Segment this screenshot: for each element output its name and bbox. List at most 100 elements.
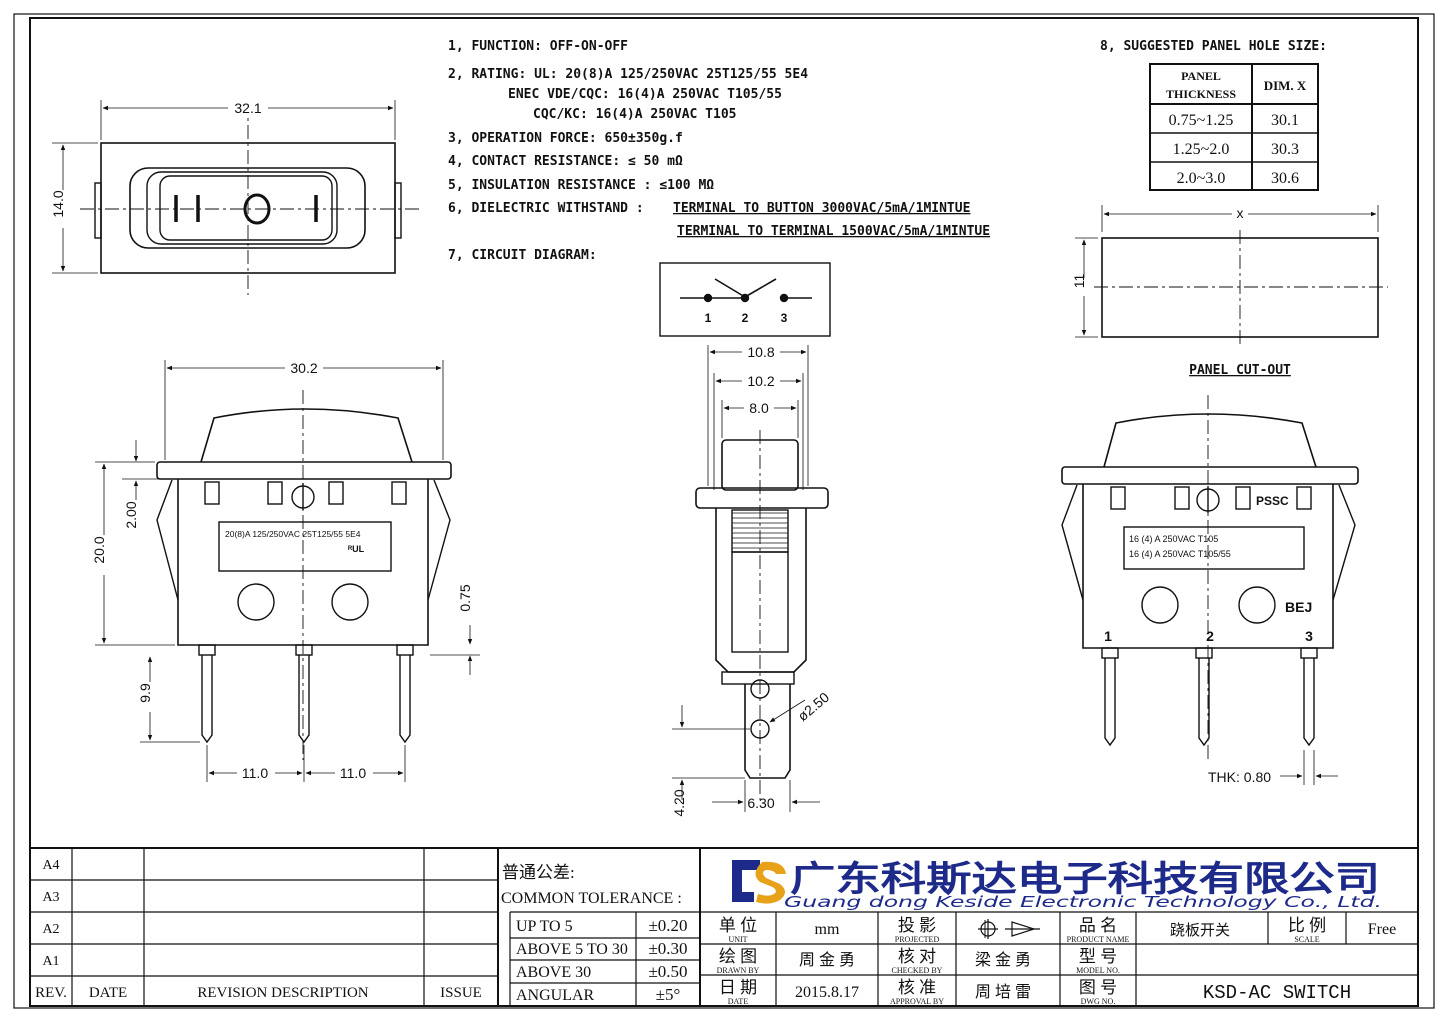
spec-insulation-resistance: 5, INSULATION RESISTANCE : ≤100 MΩ [448,178,714,193]
right-view-pin-3: 3 [1305,628,1313,644]
panel-hole-table [1149,63,1319,191]
right-view-label-1: 16 (4) A 250VAC T105 [1129,534,1218,544]
right-view-pin-2: 2 [1206,628,1214,644]
date-value: 2015.8.17 [795,984,859,1001]
side-view-tab-w: 6.30 [747,795,774,811]
side-view-tab-h: 4.20 [671,789,687,816]
tol-value-1: ±0.20 [648,916,687,935]
tolerance-title-en: COMMON TOLERANCE : [501,890,682,907]
inner-frame [29,17,1419,1007]
front-view-pitch-2: 11.0 [340,765,366,781]
spec-contact-resistance: 4, CONTACT RESISTANCE: ≤ 50 mΩ [448,154,683,169]
spec-list: 1, FUNCTION: OFF-ON-OFF 2, RATING: UL: 2… [448,39,990,263]
panel-header-thickness-1: PANEL [1181,69,1221,83]
tol-value-4: ±5° [656,985,681,1004]
company-logo [732,860,786,904]
spec-rating-enec: ENEC VDE/CQC: 16(4)A 250VAC T105/55 [508,87,782,102]
projected-label-cn: 投 影 [898,916,936,935]
dwg-no-value: KSD-AC SWITCH [1203,982,1351,1004]
projected-label-en: PROJECTED [895,935,940,944]
panel-header-thickness-2: THICKNESS [1166,87,1236,101]
model-no-label-en: MODEL NO. [1076,966,1120,975]
front-view-pitch-1: 11.0 [242,765,268,781]
panel-row-3-thickness: 2.0~3.0 [1177,170,1226,187]
side-view-w2: 10.2 [747,373,774,389]
circuit-diagram: 1 2 3 [659,262,831,337]
tol-label-1: UP TO 5 [516,918,573,935]
tol-value-2: ±0.30 [648,939,687,958]
circuit-pin-2: 2 [742,311,749,325]
approval-by-value: 周 培 雷 [975,983,1031,1001]
spec-rating-cqc: CQC/KC: 16(4)A 250VAC T105 [533,107,737,122]
unit-label-en: UNIT [728,935,747,944]
spec-dielectric-1: TERMINAL TO BUTTON 3000VAC/5mA/1MINTUE [673,201,970,216]
dwg-no-label-cn: 图 号 [1079,978,1117,997]
panel-row-1-thickness: 0.75~1.25 [1169,112,1234,129]
company-name-cn: 广东科斯达电子科技有限公司 [790,860,1380,900]
dwg-no-label-en: DWG NO. [1081,997,1116,1006]
checked-by-label-en: CHECKED BY [892,966,943,975]
tol-label-2: ABOVE 5 TO 30 [516,941,628,958]
right-view-mark: PSSC [1256,494,1289,508]
right-view-thk: THK: 0.80 [1208,769,1271,785]
rev-header-description: REVISION DESCRIPTION [197,985,368,1001]
side-view: 10.8 10.2 8.0 ø2.50 6.30 4.20 [671,344,832,817]
title-block: A4 A3 A2 A1 REV. DATE REVISION DESCRIPTI… [30,847,1418,1006]
panel-hole-title: 8, SUGGESTED PANEL HOLE SIZE: [1100,39,1327,54]
side-view-hole: ø2.50 [794,689,832,724]
circuit-pin-1: 1 [705,311,712,325]
drawn-by-label-en: DRAWN BY [717,966,760,975]
rev-row-a4: A4 [42,858,59,873]
cutout-label: PANEL CUT-OUT [1189,363,1291,378]
company-name-en: Guang dong Keside Electronic Technology … [784,893,1382,911]
front-view-label: 20(8)A 125/250VAC 25T125/55 5E4 [225,529,361,539]
tol-value-3: ±0.50 [648,962,687,981]
date-label-en: DATE [728,997,749,1006]
drawn-by-value: 周 金 勇 [799,951,855,969]
scale-label-en: SCALE [1294,935,1319,944]
outer-frame [13,13,1435,1009]
front-view-dim-2: 2.00 [123,501,139,528]
right-view-brand: BEJ [1285,599,1312,615]
circuit-pin-3: 3 [781,311,788,325]
spec-dielectric-label: 6, DIELECTRIC WITHSTAND : [448,201,644,216]
approval-by-label-en: APPROVAL BY [890,997,944,1006]
top-view-height: 14.0 [50,190,66,217]
spec-function: 1, FUNCTION: OFF-ON-OFF [448,39,628,54]
cutout-dim-x: x [1237,205,1244,221]
rev-row-a3: A3 [42,890,59,905]
date-label-cn: 日 期 [719,978,757,997]
product-name-label-cn: 品 名 [1079,916,1117,935]
side-view-w1: 10.8 [747,344,774,360]
panel-hole-section: 8, SUGGESTED PANEL HOLE SIZE: PANEL THIC… [1071,39,1388,378]
rev-header-issue: ISSUE [440,985,482,1001]
panel-row-2-thickness: 1.25~2.0 [1173,141,1230,158]
front-view: 20(8)A 125/250VAC 25T125/55 5E4 ᴿUL [91,360,480,782]
top-view: 32.1 14.0 [50,100,420,295]
product-name-value: 跷板开关 [1170,921,1230,939]
panel-row-3-dim: 30.6 [1271,170,1299,187]
unit-value: mm [815,921,840,938]
front-view-dim-99: 9.9 [137,683,153,703]
ul-mark: ᴿUL [348,544,365,554]
top-view-width: 32.1 [234,100,261,116]
right-view-pin-1: 1 [1104,628,1112,644]
spec-circuit-label: 7, CIRCUIT DIAGRAM: [448,248,597,263]
right-view-label-2: 16 (4) A 250VAC T105/55 [1129,549,1231,559]
rev-header-rev: REV. [35,985,67,1001]
checked-by-value: 梁 金 勇 [975,951,1031,969]
checked-by-label-cn: 核 对 [898,947,936,966]
scale-label-cn: 比 例 [1288,916,1326,935]
rev-row-a2: A2 [42,922,59,937]
right-view: PSSC 16 (4) A 250VAC T105 16 (4) A 250VA… [1061,395,1359,785]
panel-row-2-dim: 30.3 [1271,141,1299,158]
tol-label-3: ABOVE 30 [516,964,591,981]
spec-dielectric-2: TERMINAL TO TERMINAL 1500VAC/5mA/1MINTUE [677,224,990,239]
scale-value: Free [1368,921,1396,938]
front-view-dim-075: 0.75 [457,584,473,611]
spec-operation-force: 3, OPERATION FORCE: 650±350g.f [448,131,683,146]
front-view-width: 30.2 [290,360,317,376]
product-name-label-en: PRODUCT NAME [1067,935,1130,944]
drawn-by-label-cn: 绘 图 [719,947,757,966]
